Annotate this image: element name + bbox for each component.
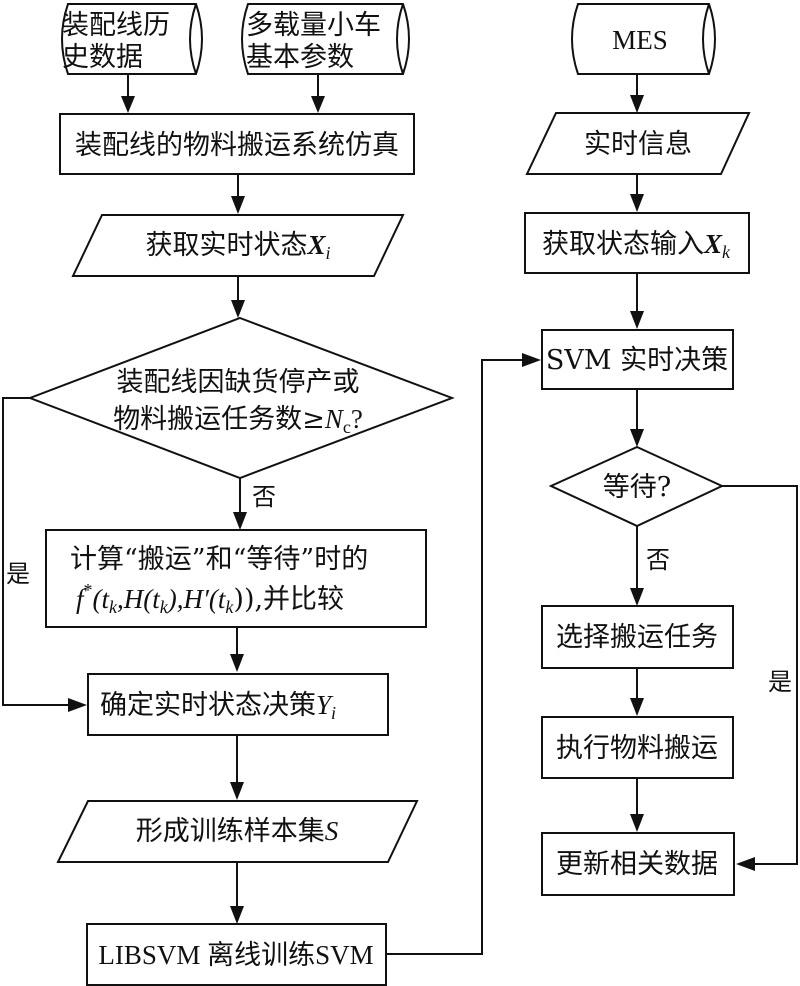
samples-text: 形成训练样本集S xyxy=(136,816,339,847)
process-update: 更新相关数据 xyxy=(541,832,735,896)
get-state-text: 获取实时状态Xi xyxy=(145,230,330,263)
db-mes: MES xyxy=(571,3,716,75)
decision-wait: 等待? xyxy=(548,445,725,528)
execute-text: 执行物料搬运 xyxy=(556,733,718,764)
train-text: LIBSVM 离线训练SVM xyxy=(98,940,373,970)
arrow-train-to-svm xyxy=(386,353,541,955)
process-simulation: 装配线的物料搬运系统仿真 xyxy=(59,113,415,175)
compute-line1: 计算“搬运”和“等待”时的 xyxy=(70,544,368,575)
arrow-wait-yes xyxy=(722,485,798,871)
process-get-input: 获取状态输入Xk xyxy=(524,212,750,274)
arrow-svm-to-wait xyxy=(630,389,644,447)
decision-line1: 装配线因缺货停产或 xyxy=(117,367,360,398)
select-task-text: 选择搬运任务 xyxy=(556,622,718,653)
decision-stock-or-tasks: 装配线因缺货停产或 物料搬运任务数≥Nc? xyxy=(27,316,455,480)
arrow-decision-yes xyxy=(2,397,87,712)
db-params-line2: 基本参数 xyxy=(246,42,354,73)
wait-text: 等待? xyxy=(603,472,671,503)
process-libsvm-train: LIBSVM 离线训练SVM xyxy=(86,923,387,986)
db-history-data: 装配线历 史数据 xyxy=(61,3,203,75)
determine-text: 确定实时状态决策Yi xyxy=(100,690,336,723)
get-input-text: 获取状态输入Xk xyxy=(542,229,731,262)
arrow-params-to-sim xyxy=(311,74,325,113)
svm-decision-text: SVM 实时决策 xyxy=(546,345,728,376)
decision-line2: 物料搬运任务数≥Nc? xyxy=(113,404,363,437)
arrow-wait-no xyxy=(630,526,644,606)
arrow-sim-to-getstate xyxy=(231,174,245,214)
label-yes-left: 是 xyxy=(6,560,30,588)
arrow-info-to-input xyxy=(630,174,644,212)
compute-line2: f*(tk,H(tk),H′(tk)),并比较 xyxy=(76,580,344,617)
label-no-right: 否 xyxy=(646,546,670,574)
io-realtime-info: 实时信息 xyxy=(525,112,751,175)
db-vehicle-params: 多载量小车 基本参数 xyxy=(241,3,410,75)
io-get-state: 获取实时状态Xi xyxy=(71,214,405,277)
arrow-determine-to-samples xyxy=(230,735,244,800)
arrow-history-to-sim xyxy=(121,74,135,113)
label-no-left: 否 xyxy=(252,483,276,511)
process-determine-decision: 确定实时状态决策Yi xyxy=(87,673,389,736)
process-compute: 计算“搬运”和“等待”时的 f*(tk,H(tk),H′(tk)),并比较 xyxy=(45,529,427,628)
simulation-text: 装配线的物料搬运系统仿真 xyxy=(75,130,399,161)
db-params-line1: 多载量小车 xyxy=(246,10,381,41)
label-yes-right: 是 xyxy=(768,668,792,696)
arrow-execute-to-update xyxy=(630,778,644,832)
arrow-getstate-to-decision xyxy=(231,276,245,318)
arrow-mes-to-info xyxy=(630,74,644,113)
arrow-compute-to-determine xyxy=(230,627,244,672)
arrow-input-to-svm xyxy=(630,273,644,329)
process-svm-decision: SVM 实时决策 xyxy=(541,329,734,390)
mes-text: MES xyxy=(612,25,668,55)
arrow-samples-to-train xyxy=(230,862,244,924)
update-text: 更新相关数据 xyxy=(556,849,718,880)
process-execute: 执行物料搬运 xyxy=(541,716,734,779)
arrow-decision-no xyxy=(233,478,247,530)
db-history-line2: 史数据 xyxy=(62,42,143,73)
io-training-samples: 形成训练样本集S xyxy=(56,800,419,863)
realtime-info-text: 实时信息 xyxy=(584,129,692,160)
db-history-line1: 装配线历 xyxy=(62,10,170,41)
process-select-task: 选择搬运任务 xyxy=(541,605,734,669)
arrow-select-to-execute xyxy=(630,668,644,716)
